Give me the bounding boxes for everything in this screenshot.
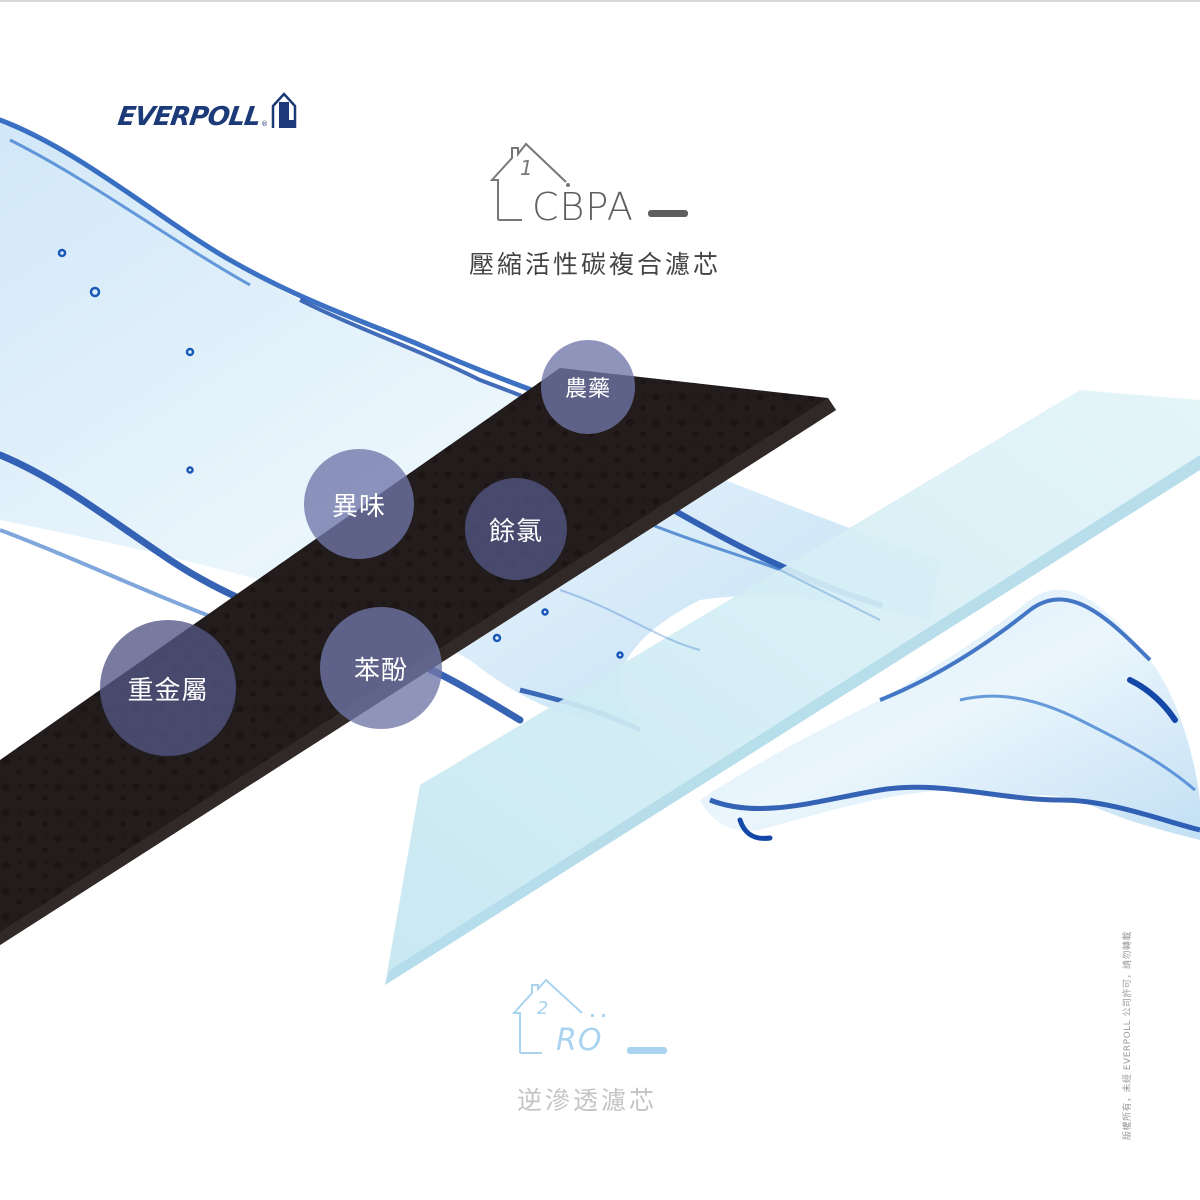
contaminant-heavy-metals: 重金屬 (100, 620, 236, 756)
stage-1-accent-bar (648, 210, 688, 217)
water-stream (0, 120, 940, 722)
contaminant-pesticide: 農藥 (541, 340, 635, 434)
stage-2-umlaut (591, 1014, 605, 1017)
stage-1-code: CBPA (532, 185, 634, 229)
contaminant-label: 異味 (331, 491, 386, 522)
contaminant-label: 重金屬 (127, 675, 209, 706)
brand-wordmark: EVERPOLL (115, 102, 263, 132)
stage-2-title: 逆滲透濾芯 (517, 1086, 658, 1115)
top-border (0, 0, 1200, 2)
house-icon (271, 92, 297, 128)
contaminant-label: 苯酚 (353, 655, 408, 686)
stage-2-number: 2 (537, 998, 550, 1019)
contaminant-odor: 異味 (304, 449, 414, 559)
contaminant-label: 農藥 (564, 377, 611, 402)
ro-membrane-plate (385, 390, 1200, 985)
water-splash-right (700, 589, 1200, 840)
stage-2-accent-bar (627, 1047, 667, 1054)
stage-1-number: 1 (520, 156, 534, 180)
copyright-watermark: 版權所有，未經 EVERPOLL 公司許可，請勿轉載 (1123, 930, 1133, 1140)
house-outline-icon (512, 978, 583, 1054)
contaminant-phenol: 苯酚 (320, 607, 442, 729)
contaminant-residual-chlorine: 餘氯 (465, 478, 567, 580)
stage-1-title: 壓縮活性碳複合濾芯 (469, 250, 722, 279)
water-droplets (57, 248, 624, 659)
contaminant-label: 餘氯 (488, 516, 543, 547)
registered-mark: ® (260, 120, 268, 128)
stage-2-code: RO (556, 1023, 603, 1058)
house-outline-icon (490, 142, 570, 221)
brand-logo: EVERPOLL ® (115, 86, 299, 132)
